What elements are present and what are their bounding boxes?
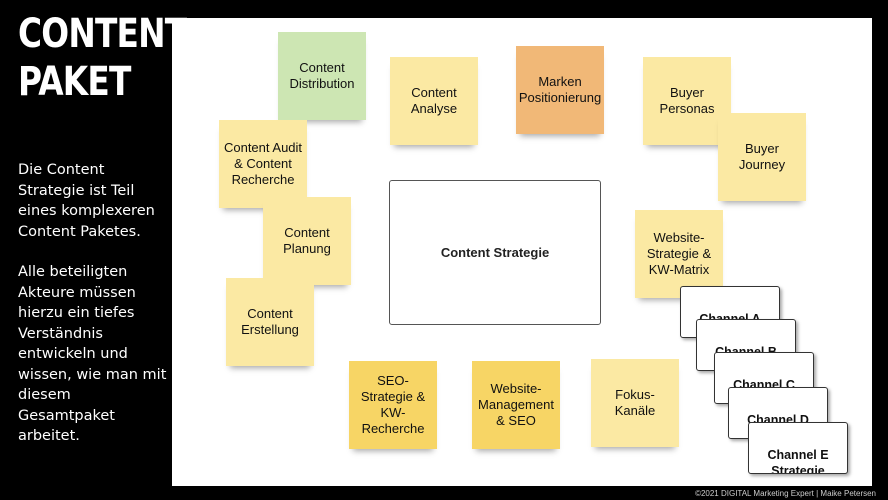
- page-title: CONTENT PAKET: [18, 10, 187, 106]
- note-buyer-journey: Buyer Journey: [718, 113, 806, 201]
- note-website-strategie: Website- Strategie & KW-Matrix: [635, 210, 723, 298]
- note-fokus-kanaele: Fokus-Kanäle: [591, 359, 679, 447]
- note-content-planung: Content Planung: [263, 197, 351, 285]
- note-content-distribution: Content Distribution: [278, 32, 366, 120]
- description-paragraph-1: Die Content Strategie ist Teil eines kom…: [18, 162, 155, 240]
- title-line-2: PAKET: [18, 59, 131, 105]
- description-paragraph-2: Alle beteiligten Akteure müssen hierzu e…: [18, 264, 167, 444]
- note-buyer-personas: Buyer Personas: [643, 57, 731, 145]
- note-seo-strategie: SEO- Strategie & KW-Recherche: [349, 361, 437, 449]
- content-strategie-box: Content Strategie: [389, 180, 601, 325]
- side-description: Die Content Strategie ist Teil eines kom…: [18, 160, 168, 467]
- channel-card-e: Channel E Strategie: [748, 422, 848, 474]
- note-website-management: Website- Management & SEO: [472, 361, 560, 449]
- note-content-analyse: Content Analyse: [390, 57, 478, 145]
- title-line-1: CONTENT: [18, 11, 187, 57]
- note-content-audit: Content Audit & Content Recherche: [219, 120, 307, 208]
- copyright-footer: ©2021 DIGITAL Marketing Expert | Maike P…: [695, 489, 876, 498]
- note-content-erstellung: Content Erstellung: [226, 278, 314, 366]
- note-marken-positionierung: Marken Positionierung: [516, 46, 604, 134]
